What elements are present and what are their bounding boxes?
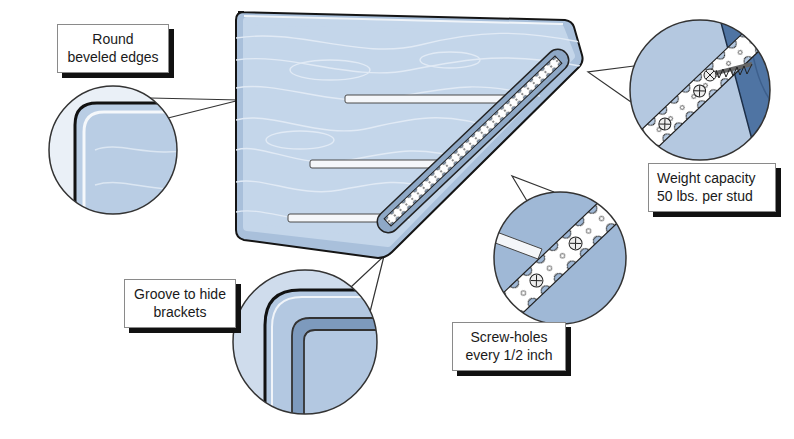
callout-text: Weight capacity 50 lbs. per stud: [657, 169, 767, 205]
detail-circle-wall-mount-part-part: [704, 69, 716, 81]
detail-circle-edge-part-part: [95, 183, 200, 189]
detail-circle-groove-part-part: [265, 290, 400, 439]
detail-circle-edge-part: [49, 86, 177, 214]
detail-circle-groove-part-part: [304, 330, 400, 439]
detail-circle-groove-part-part: [272, 297, 400, 439]
detail-circle-groove: [233, 270, 400, 439]
bracket-bars-part: [345, 95, 519, 103]
detail-circle-screw-holes-part-part-part: [566, 234, 584, 252]
corner-shelf-part-part: [236, 118, 500, 131]
callout-box: Round beveled edges: [57, 24, 169, 73]
corner-shelf-part-part: [290, 60, 370, 80]
leader-lines-part: [588, 66, 634, 102]
detail-circle-groove-part-part: [298, 324, 400, 439]
callout-box: Weight capacity 50 lbs. per stud: [648, 163, 776, 212]
detail-circle-groove-part: [233, 270, 377, 414]
corner-shelf-part-part: [266, 131, 334, 149]
detail-circle-edge: [49, 86, 200, 240]
detail-circle-screw-holes-part-part: [466, 222, 542, 259]
detail-circle-wall-mount-part-part-part: [615, 31, 762, 173]
detail-circle-wall-mount-part-part-part: [659, 118, 670, 129]
corner-shelf-part-part: [420, 52, 480, 68]
detail-circle-wall-mount-part-part-part: [656, 116, 673, 133]
detail-circle-wall-mount-part-part-part: [691, 82, 708, 99]
detail-circle-wall-mount-part-part: [716, 64, 752, 78]
detail-circle-groove-part-part: [292, 318, 400, 439]
detail-circle-screw-holes-part-part-part: [527, 271, 545, 289]
corner-shelf-part-part: [236, 58, 580, 73]
detail-circle-edge-part: [75, 103, 200, 240]
callout-box: Screw-holes every 1/2 inch: [452, 322, 566, 371]
detail-circle-screw-holes-part-part-part: [570, 238, 581, 249]
detail-circle-screw-holes-part: [494, 192, 626, 324]
detail-circle-edge-part-part: [95, 147, 200, 152]
detail-circle-wall-mount-part-part: [706, 71, 714, 79]
detail-circle-wall-mount-part: [630, 20, 770, 160]
corner-shelf-part: [244, 16, 563, 24]
detail-circle-wall-mount-part-part-part: [694, 85, 705, 96]
corner-shelf-part-part: [236, 33, 580, 49]
callout-box: Groove to hide brackets: [124, 279, 236, 328]
detail-circle-groove-part: [265, 290, 400, 439]
detail-circle-wall-mount-part-part: [615, 31, 762, 173]
detail-circle-edge-part-part: [84, 112, 200, 240]
callout-text: Screw-holes every 1/2 inch: [461, 328, 557, 364]
callout-text: Round beveled edges: [66, 30, 160, 66]
detail-circle-edge-part-part: [75, 103, 200, 240]
detail-circle-screw-holes-part-part-part: [531, 275, 542, 286]
callout-text: Groove to hide brackets: [133, 285, 227, 321]
